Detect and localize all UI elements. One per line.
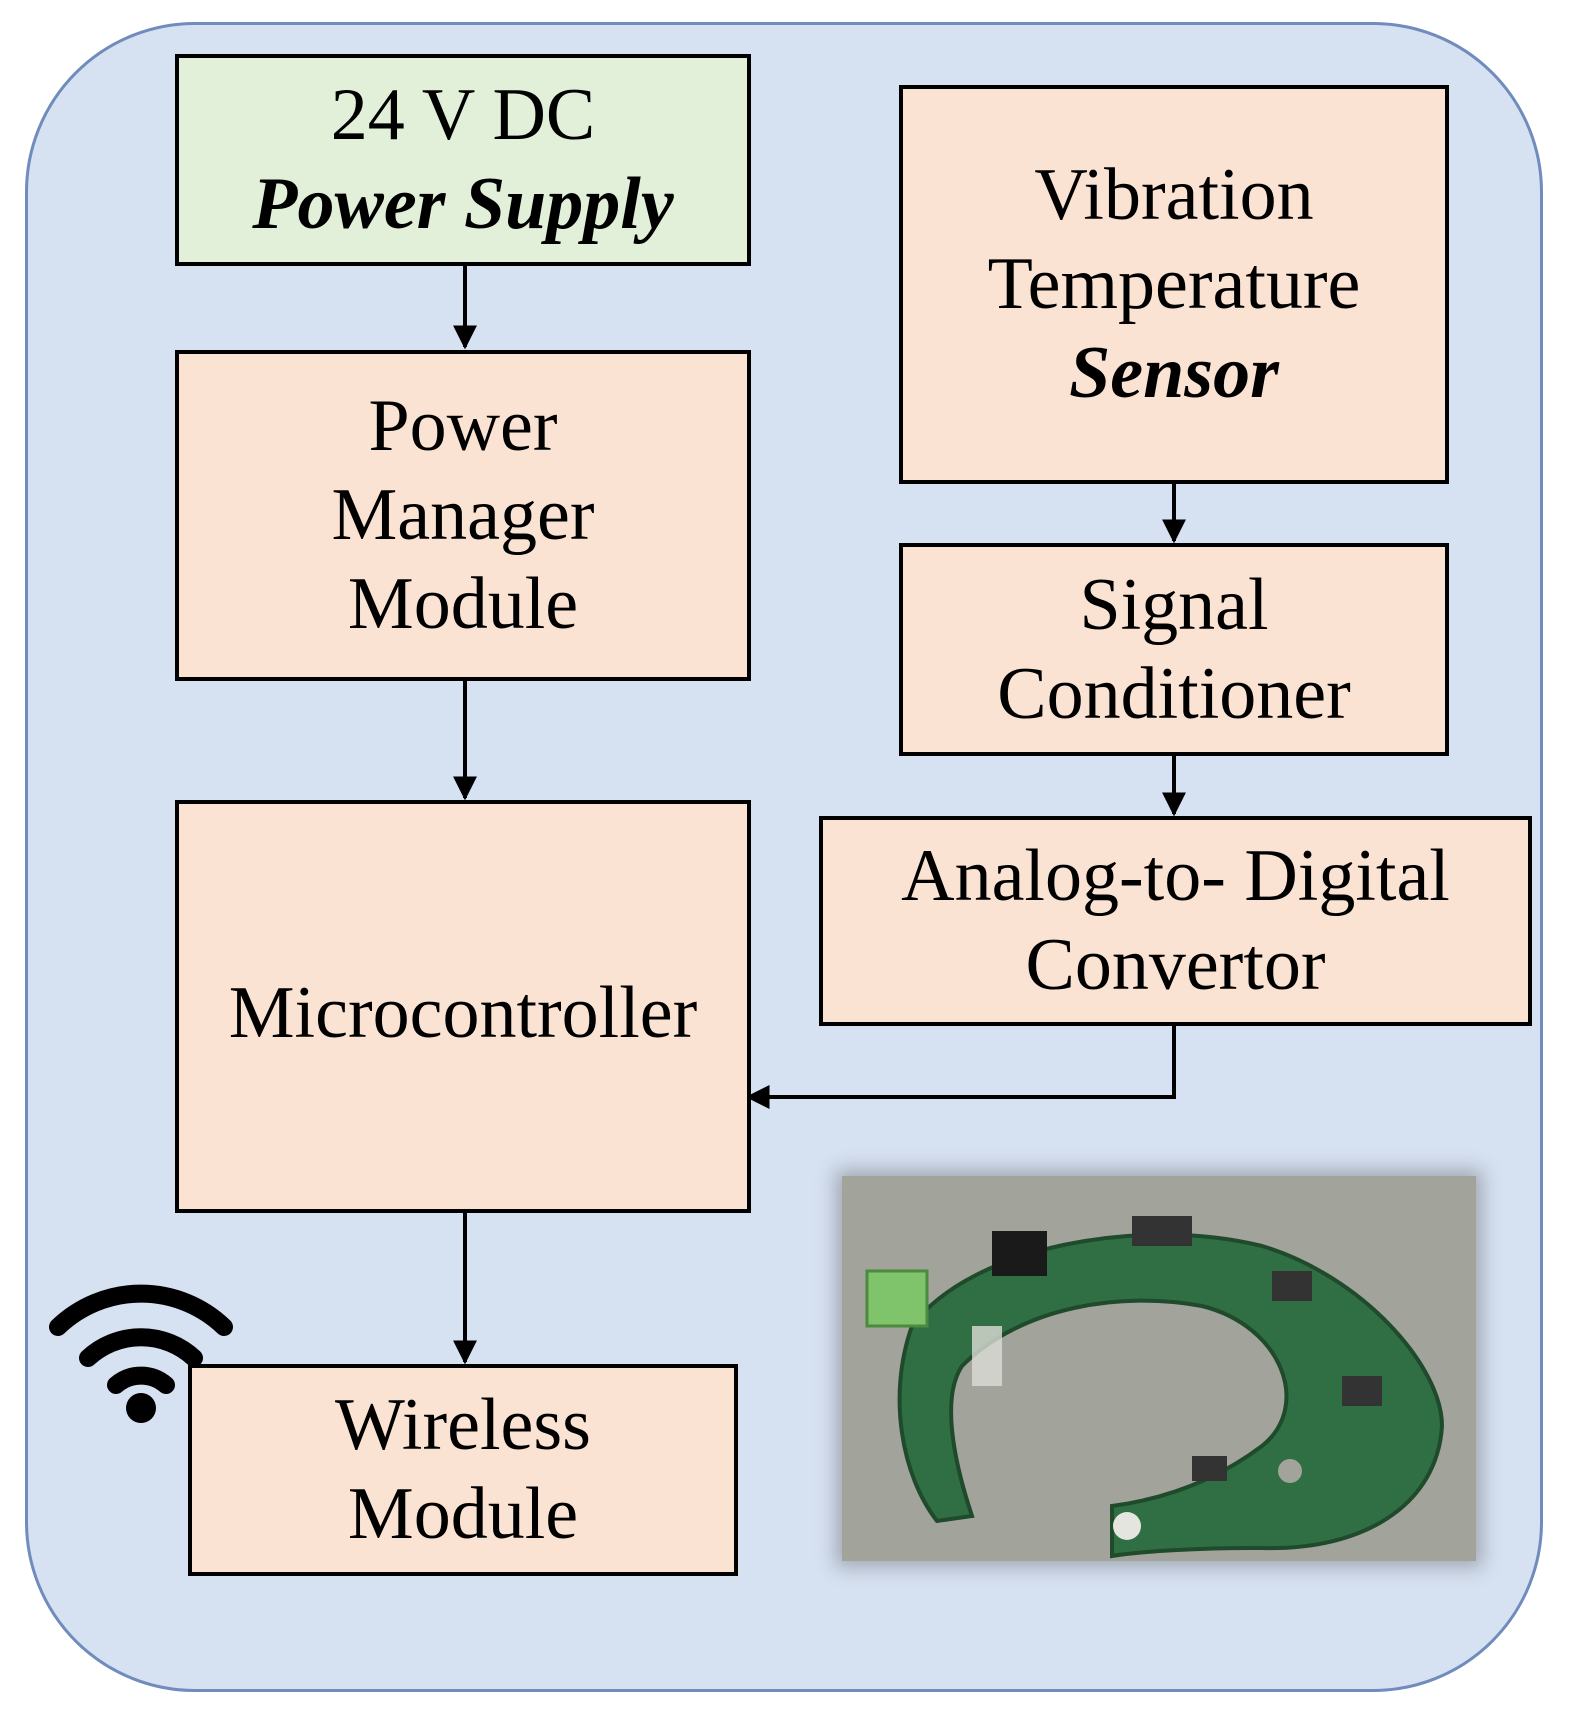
sensor-line3: Sensor bbox=[1069, 331, 1279, 414]
sensor-line2: Temperature bbox=[987, 243, 1361, 326]
wireless-module-block: Wireless Module bbox=[188, 1364, 738, 1576]
signal-conditioner-block: Signal Conditioner bbox=[899, 543, 1449, 756]
wifi-icon bbox=[49, 1284, 233, 1423]
adc-line2: Convertor bbox=[1025, 924, 1326, 1006]
sensor-block: Vibration Temperature Sensor bbox=[899, 85, 1449, 484]
adc-block: Analog-to- Digital Convertor bbox=[819, 816, 1532, 1026]
sensor-line1: Vibration bbox=[1034, 154, 1314, 237]
power-manager-block: Power Manager Module bbox=[175, 350, 751, 681]
wireless-line1: Wireless bbox=[335, 1384, 591, 1467]
microcontroller-block: Microcontroller bbox=[175, 800, 751, 1213]
arrow-adc-to-microcontroller bbox=[745, 1023, 1176, 1109]
power-supply-title: Power Supply bbox=[252, 163, 674, 245]
power-supply-block: 24 V DC Power Supply bbox=[175, 54, 751, 266]
signal-conditioner-line1: Signal bbox=[1079, 563, 1269, 646]
microcontroller-label: Microcontroller bbox=[228, 972, 698, 1054]
power-supply-voltage: 24 V DC bbox=[330, 74, 596, 157]
power-manager-line3: Module bbox=[347, 562, 579, 645]
signal-conditioner-line2: Conditioner bbox=[997, 652, 1351, 735]
adc-line1: Analog-to- Digital bbox=[901, 835, 1450, 918]
power-manager-line2: Manager bbox=[331, 474, 595, 557]
wireless-line2: Module bbox=[347, 1473, 579, 1555]
pcb-photo bbox=[842, 1176, 1476, 1561]
power-manager-line1: Power bbox=[368, 385, 558, 468]
